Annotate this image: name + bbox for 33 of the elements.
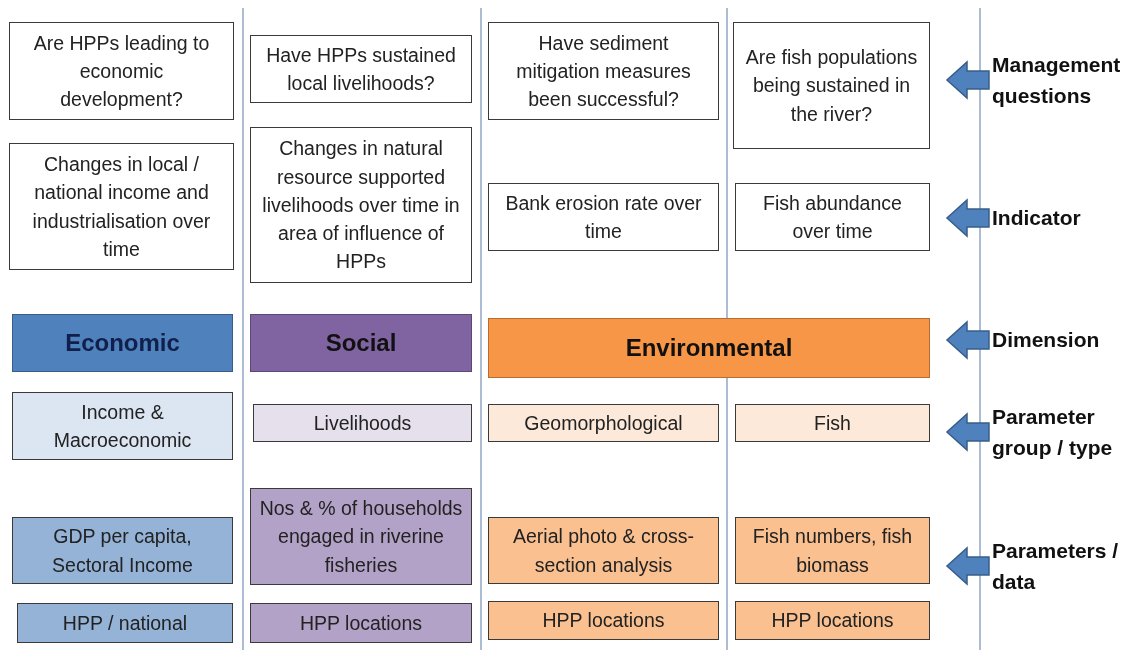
question-box: Have sediment mitigation measures been successful? — [488, 22, 719, 120]
block-arrow — [945, 198, 990, 238]
parameter-box: Fish numbers, fish biomass — [735, 517, 930, 584]
parameter-box: GDP per capita, Sectoral Income — [12, 517, 233, 584]
question-box: Have HPPs sustained local livelihoods? — [250, 35, 472, 103]
block-arrow — [945, 546, 990, 586]
row-label: Indicator — [992, 205, 1081, 232]
row-label: Parameters / data — [992, 537, 1120, 595]
dimension-bar: Environmental — [488, 318, 930, 378]
dimension-bar: Economic — [12, 314, 233, 372]
indicator-box: Fish abundance over time — [735, 183, 930, 251]
parameter-box: Aerial photo & cross-section analysis — [488, 517, 719, 584]
parameter-box: HPP locations — [735, 601, 930, 640]
parameter-box: HPP / national — [17, 603, 233, 643]
dimension-bar: Social — [250, 314, 472, 372]
block-arrow — [945, 412, 990, 452]
question-box: Are fish populations being sustained in the river? — [733, 22, 930, 149]
parameter-box: HPP locations — [488, 601, 719, 640]
parameter-group-box: Fish — [735, 404, 930, 442]
row-label: Management questions — [992, 51, 1122, 109]
row-label: Parameter group / type — [992, 403, 1114, 461]
block-arrow — [945, 60, 990, 100]
indicator-box: Changes in natural resource supported livelihoods over time in area of influence of HPPs — [250, 127, 472, 283]
parameter-box: HPP locations — [250, 603, 472, 643]
indicator-box: Changes in local / national income and industrialisation over time — [9, 143, 234, 270]
parameter-box: Nos & % of households engaged in riverine fisheries — [250, 488, 472, 585]
question-box: Are HPPs leading to economic development? — [9, 22, 234, 120]
indicator-box: Bank erosion rate over time — [488, 183, 719, 251]
block-arrow — [945, 320, 990, 360]
parameter-group-box: Income & Macroeconomic — [12, 392, 233, 460]
parameter-group-box: Livelihoods — [253, 404, 472, 442]
parameter-group-box: Geomorphological — [488, 404, 719, 442]
row-label: Dimension — [992, 327, 1100, 354]
